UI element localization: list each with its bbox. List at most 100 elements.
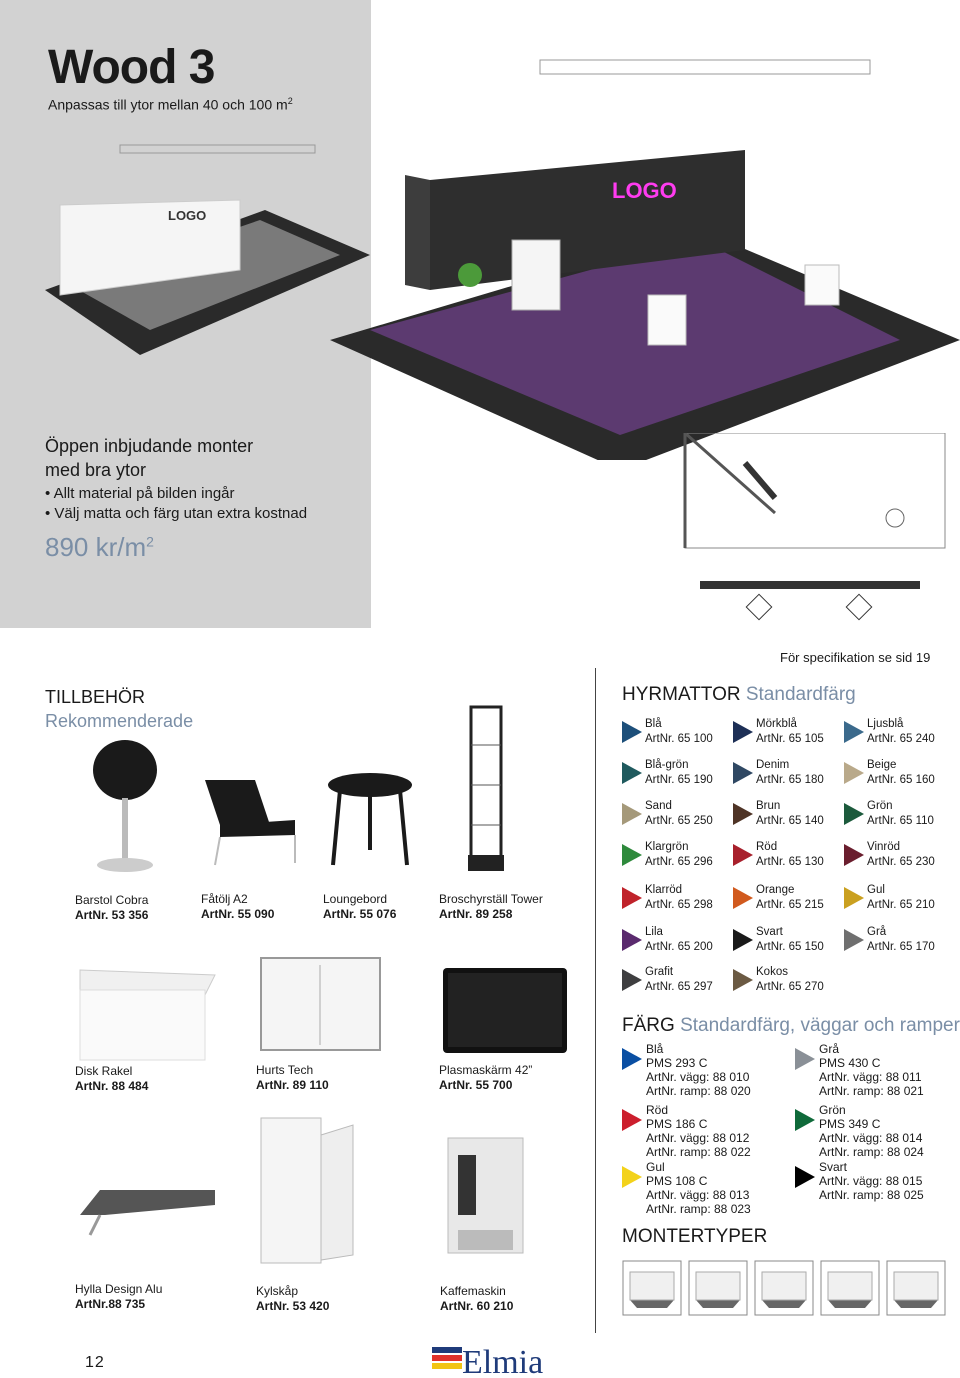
monter-type-1[interactable] bbox=[622, 1260, 682, 1316]
carpet-swatch bbox=[733, 887, 753, 909]
accessory-plasma: Plasmaskärm 42” ArtNr. 55 700 bbox=[439, 1063, 532, 1093]
fatolj-seat bbox=[220, 820, 295, 837]
carpet-art: ArtNr. 65 140 bbox=[756, 815, 824, 827]
monter-type-2[interactable] bbox=[688, 1260, 748, 1316]
carpets-heading: HYRMATTOR Standardfärg bbox=[622, 684, 856, 706]
hylla-bracket bbox=[88, 1214, 102, 1236]
carpet-swatch bbox=[844, 762, 864, 784]
carpets-heading-accent: Standardfärg bbox=[745, 684, 856, 705]
floor-plan bbox=[683, 433, 946, 621]
wall-color-swatch bbox=[795, 1166, 815, 1188]
carpet-swatch bbox=[622, 721, 642, 743]
carpet-name: Kokos bbox=[756, 966, 788, 978]
carpet-art: ArtNr. 65 200 bbox=[645, 941, 713, 953]
accessory-art: ArtNr. 55 700 bbox=[439, 1078, 513, 1092]
wall-color-vagg: ArtNr. vägg: 88 013 bbox=[646, 1188, 750, 1202]
accessory-broschyrstall: Broschyrställ Tower ArtNr. 89 258 bbox=[439, 892, 543, 922]
carpet-name: Gul bbox=[867, 884, 885, 896]
carpet-swatch bbox=[622, 929, 642, 951]
loungebord-image bbox=[328, 773, 412, 866]
booth-counter bbox=[511, 239, 561, 311]
carpet-name: Grafit bbox=[645, 966, 674, 978]
spec-note: För specifikation se sid 19 bbox=[780, 650, 931, 665]
booth-cube-1 bbox=[647, 294, 687, 346]
booth-logo-right: LOGO bbox=[612, 178, 677, 203]
floor-plan-wall-diagonal bbox=[684, 433, 776, 515]
monter-type-3[interactable] bbox=[754, 1260, 814, 1316]
subtitle-sup: 2 bbox=[287, 96, 293, 106]
monter-type-4[interactable] bbox=[820, 1260, 880, 1316]
elmia-logo-icon bbox=[432, 1347, 462, 1373]
accessory-name: Hurts Tech bbox=[256, 1063, 314, 1077]
kaffe-panel bbox=[458, 1155, 476, 1215]
carpet-art: ArtNr. 65 100 bbox=[645, 733, 713, 745]
booth-floor-carpet bbox=[370, 240, 900, 435]
wall-color-ramp: ArtNr. ramp: 88 022 bbox=[646, 1145, 751, 1159]
accessory-name: Kaffemaskin bbox=[440, 1284, 506, 1298]
carpet-name: Blå bbox=[645, 718, 662, 730]
wall-color-pms: PMS 430 C bbox=[819, 1056, 881, 1070]
carpet-art: ArtNr. 65 130 bbox=[756, 856, 824, 868]
broschyrstall-image bbox=[468, 705, 504, 871]
carpet-art: ArtNr. 65 170 bbox=[867, 941, 935, 953]
wall-color-pms: PMS 108 C bbox=[646, 1174, 708, 1188]
wall-color-swatch bbox=[795, 1048, 815, 1070]
carpet-swatch bbox=[622, 969, 642, 991]
broschyrstall-frame bbox=[469, 705, 503, 859]
loungebord-leg-1 bbox=[331, 789, 342, 866]
disk-rakel-image bbox=[79, 969, 216, 1061]
carpet-name: Klargrön bbox=[645, 841, 689, 853]
carpet-name: Grön bbox=[867, 800, 893, 812]
wall-color-name: Gul bbox=[646, 1160, 665, 1174]
carpet-swatch bbox=[622, 887, 642, 909]
floor-plan-counter bbox=[742, 461, 778, 500]
carpet-art: ArtNr. 65 160 bbox=[867, 774, 935, 786]
accessory-name: Disk Rakel bbox=[75, 1064, 133, 1078]
carpet-swatch bbox=[733, 803, 753, 825]
carpet-name: Denim bbox=[756, 759, 790, 771]
monter-type-5[interactable] bbox=[886, 1260, 946, 1316]
carpet-swatch bbox=[622, 803, 642, 825]
accessory-fatolj: Fåtölj A2 ArtNr. 55 090 bbox=[201, 892, 274, 922]
hylla-shelf bbox=[80, 1190, 215, 1215]
booth-logo-left: LOGO bbox=[168, 208, 206, 223]
kaffemaskin-image bbox=[447, 1137, 524, 1254]
wall-color-ramp: ArtNr. ramp: 88 024 bbox=[819, 1145, 924, 1159]
promo-heading-line1: Öppen inbjudande monter bbox=[45, 436, 254, 456]
barstol-base bbox=[97, 858, 153, 872]
wall-color-name: Röd bbox=[646, 1103, 669, 1117]
carpets-heading-main: HYRMATTOR bbox=[622, 684, 741, 705]
carpet-art: ArtNr. 65 180 bbox=[756, 774, 824, 786]
carpet-name: Svart bbox=[756, 926, 783, 938]
carpet-art: ArtNr. 65 296 bbox=[645, 856, 713, 868]
carpet-swatch bbox=[844, 844, 864, 866]
wall-color-ramp: ArtNr. ramp: 88 025 bbox=[819, 1188, 924, 1202]
promo-heading-line2: med bra ytor bbox=[45, 460, 147, 480]
accessory-name: Broschyrställ Tower bbox=[439, 892, 543, 906]
colors-heading-accent: Standardfärg, väggar och ramper bbox=[680, 1015, 960, 1036]
accessory-name: Barstol Cobra bbox=[75, 893, 149, 907]
broschyrstall-base bbox=[468, 855, 504, 871]
carpet-name: Blå-grön bbox=[645, 759, 689, 771]
wall-color-swatch bbox=[622, 1109, 642, 1131]
carpet-swatch bbox=[733, 762, 753, 784]
carpet-swatch bbox=[622, 844, 642, 866]
wall-color-ramp: ArtNr. ramp: 88 020 bbox=[646, 1084, 751, 1098]
kylskap-image bbox=[260, 1117, 354, 1264]
wall-color-name: Grå bbox=[819, 1042, 840, 1056]
